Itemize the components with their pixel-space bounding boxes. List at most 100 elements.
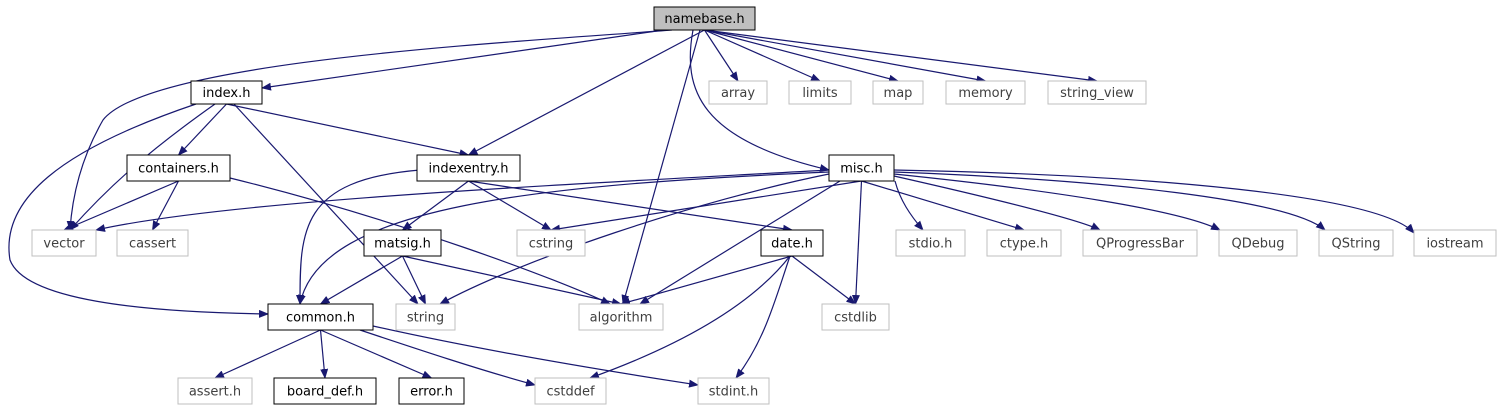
node-date[interactable]: date.h — [760, 229, 824, 257]
node-algorithm: algorithm — [578, 303, 664, 331]
edge-namebase-to-limits — [704, 29, 821, 82]
edge-namebase-to-algorithm — [621, 29, 701, 305]
node-label: array — [721, 86, 755, 101]
node-box — [395, 303, 456, 331]
node-cstddef: cstddef — [534, 377, 607, 405]
node-box — [416, 154, 521, 182]
node-box — [1047, 80, 1147, 105]
node-box — [945, 80, 1026, 105]
edge-misc-to-qstring — [893, 171, 1326, 231]
node-label: stdint.h — [709, 385, 758, 400]
node-misc[interactable]: misc.h — [828, 154, 895, 182]
node-array: array — [708, 80, 768, 105]
node-common[interactable]: common.h — [267, 303, 374, 331]
node-qprogressbar: QProgressBar — [1082, 229, 1198, 257]
node-string_view: string_view — [1047, 80, 1147, 105]
node-label: assert.h — [189, 385, 241, 400]
edge-common-to-error — [320, 329, 433, 379]
node-limits: limits — [788, 80, 852, 105]
edge-misc-to-qdebug — [893, 173, 1221, 231]
edge-namebase-to-memory — [704, 29, 987, 84]
node-box — [273, 377, 377, 405]
edge-namebase-to-misc — [689, 29, 830, 172]
edge-indexentry-to-matsig — [401, 180, 469, 231]
node-ctype: ctype.h — [986, 229, 1062, 257]
node-label: misc.h — [840, 162, 883, 177]
node-index[interactable]: index.h — [190, 80, 263, 105]
node-cstdlib: cstdlib — [821, 303, 890, 331]
node-label: stdio.h — [909, 237, 953, 252]
edge-date-to-cstddef — [589, 255, 791, 379]
edge-indexentry-to-date — [468, 180, 793, 233]
node-map: map — [872, 80, 924, 105]
node-containers[interactable]: containers.h — [126, 154, 231, 182]
node-vector: vector — [31, 229, 97, 257]
node-box — [1218, 229, 1298, 257]
node-stdio: stdio.h — [895, 229, 966, 257]
edge-matsig-to-string — [401, 255, 427, 305]
edge-misc-to-algorithm — [639, 180, 841, 305]
node-memory: memory — [945, 80, 1026, 105]
node-box — [190, 80, 263, 105]
node-box — [578, 303, 664, 331]
node-label: index.h — [203, 86, 251, 101]
node-label: cstring — [529, 237, 573, 252]
node-box — [872, 80, 924, 105]
node-label: error.h — [410, 385, 453, 400]
edge-misc-to-stdio — [894, 180, 924, 231]
edge-misc-to-ctype — [861, 180, 1025, 232]
node-label: map — [884, 86, 913, 101]
edge-misc-to-cstdlib — [851, 180, 863, 305]
node-label: containers.h — [138, 162, 219, 177]
edge-date-to-cstdlib — [791, 255, 857, 305]
node-box — [116, 229, 189, 257]
node-indexentry[interactable]: indexentry.h — [416, 154, 521, 182]
node-stdint: stdint.h — [697, 377, 770, 405]
edge-misc-to-iostream — [893, 169, 1415, 234]
node-label: iostream — [1426, 237, 1483, 252]
edge-indexentry-to-cstring — [468, 180, 552, 231]
edge-index-to-indexentry — [226, 103, 470, 158]
edge-namebase-to-array — [703, 29, 739, 82]
node-label: string — [407, 311, 444, 326]
node-label: QDebug — [1232, 237, 1285, 252]
node-label: string_view — [1060, 86, 1134, 101]
edge-misc-to-qprogressbar — [893, 175, 1101, 231]
edge-namebase-to-vector — [66, 29, 673, 231]
node-box — [267, 303, 374, 331]
edge-common-to-stdint — [372, 325, 699, 388]
node-label: vector — [43, 237, 85, 252]
edge-misc-to-string — [439, 173, 830, 305]
node-matsig[interactable]: matsig.h — [363, 229, 442, 257]
node-namebase[interactable]: namebase.h — [653, 6, 756, 31]
node-label: indexentry.h — [428, 162, 508, 177]
node-board_def[interactable]: board_def.h — [273, 377, 377, 405]
edge-misc-to-cstring — [550, 180, 862, 233]
node-string: string — [395, 303, 456, 331]
nodes-layer: namebase.h index.h array limits map memory str… — [31, 6, 1497, 405]
node-box — [516, 229, 586, 257]
edge-namebase-to-string_view — [704, 29, 1098, 84]
node-box — [1413, 229, 1497, 257]
edge-index-to-common — [8, 103, 269, 318]
edge-namebase-to-index — [261, 29, 665, 91]
node-label: QString — [1331, 237, 1380, 252]
node-box — [828, 154, 895, 182]
edge-index-to-containers — [177, 103, 227, 156]
node-iostream: iostream — [1413, 229, 1497, 257]
edge-common-to-board_def — [319, 329, 329, 379]
node-error[interactable]: error.h — [398, 377, 465, 405]
edge-common-to-cstddef — [359, 329, 536, 387]
node-box — [126, 154, 231, 182]
edge-matsig-to-common — [319, 255, 403, 305]
node-label: board_def.h — [287, 385, 363, 400]
edge-matsig-to-algorithm — [402, 255, 622, 306]
edge-misc-to-vector — [95, 169, 830, 232]
node-box — [653, 6, 756, 31]
node-box — [760, 229, 824, 257]
node-label: QProgressBar — [1096, 237, 1185, 252]
node-box — [1318, 229, 1394, 257]
node-box — [398, 377, 465, 405]
node-label: date.h — [771, 237, 813, 252]
